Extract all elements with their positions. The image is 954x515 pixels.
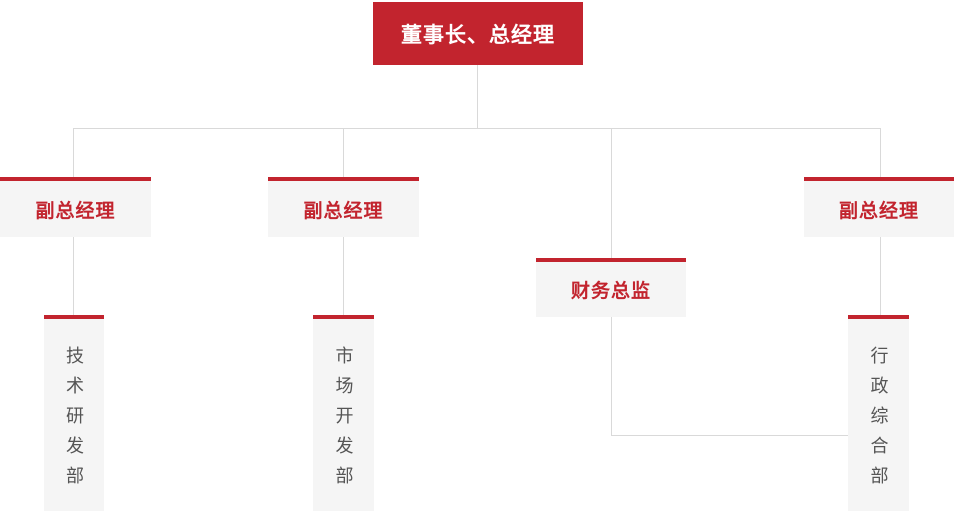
connector-main-horizontal bbox=[73, 128, 881, 129]
connector-drop-vp-middle bbox=[343, 129, 344, 177]
node-finance-director: 财务总监 bbox=[536, 258, 686, 317]
node-deputy-gm-right-label: 副总经理 bbox=[838, 200, 919, 222]
node-dept-tech-rd-label: 技术研发部 bbox=[64, 346, 84, 496]
node-dept-market-dev: 市场开发部 bbox=[313, 315, 374, 511]
node-dept-market-dev-label: 市场开发部 bbox=[333, 346, 354, 496]
connector-drop-finance bbox=[611, 129, 612, 258]
node-deputy-gm-left: 副总经理 bbox=[0, 177, 151, 237]
connector-vp-right-to-dept bbox=[880, 237, 881, 315]
connector-root-down bbox=[477, 65, 478, 128]
connector-vp-middle-to-dept bbox=[343, 237, 344, 315]
node-finance-director-label: 财务总监 bbox=[570, 281, 651, 302]
node-deputy-gm-right: 副总经理 bbox=[804, 177, 954, 237]
connector-drop-vp-right bbox=[880, 129, 881, 177]
node-deputy-gm-middle-label: 副总经理 bbox=[303, 200, 384, 222]
connector-vp-left-to-dept bbox=[73, 237, 74, 315]
connector-finance-to-admin bbox=[611, 435, 848, 436]
node-chairman-label: 董事长、总经理 bbox=[401, 23, 555, 47]
node-dept-tech-rd: 技术研发部 bbox=[44, 315, 104, 511]
node-dept-admin-general-label: 行政综合部 bbox=[868, 346, 889, 496]
node-chairman-general-manager: 董事长、总经理 bbox=[373, 2, 583, 65]
node-deputy-gm-middle: 副总经理 bbox=[268, 177, 419, 237]
node-deputy-gm-left-label: 副总经理 bbox=[35, 200, 116, 222]
connector-finance-down bbox=[611, 317, 612, 436]
node-dept-admin-general: 行政综合部 bbox=[848, 315, 909, 511]
connector-drop-vp-left bbox=[73, 129, 74, 177]
